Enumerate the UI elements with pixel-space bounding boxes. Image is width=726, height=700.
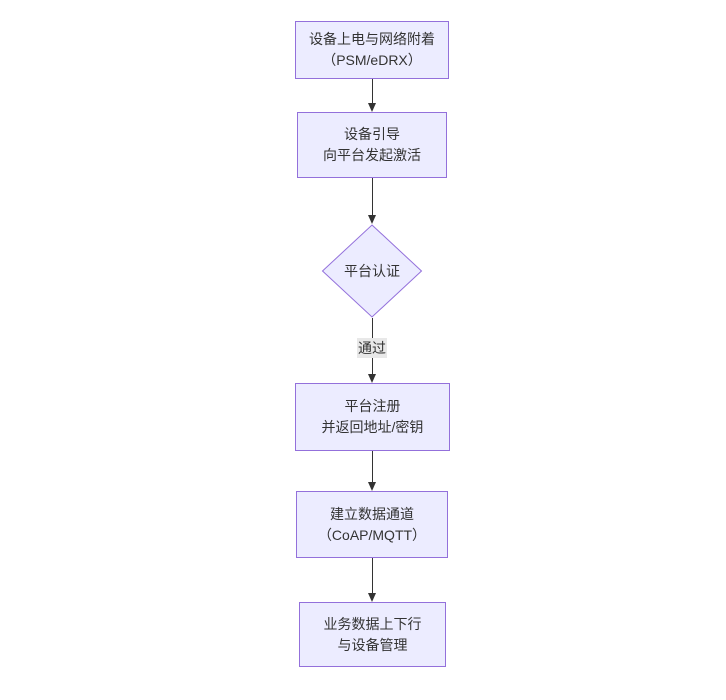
node-data-channel: 建立数据通道 （CoAP/MQTT）: [296, 491, 448, 558]
node-label-line: 业务数据上下行: [323, 615, 422, 632]
decision-label: 平台认证: [344, 263, 400, 279]
node-label-line: 向平台发起激活: [323, 147, 421, 163]
node-label-line: 建立数据通道: [330, 505, 414, 522]
edge-line-e-f: [371, 558, 373, 593]
node-label-line: 与设备管理: [337, 636, 408, 653]
edge-line-b-c: [371, 178, 373, 215]
edge-line-a-b: [371, 79, 373, 103]
node-label-line: （CoAP/MQTT）: [317, 526, 427, 543]
decision-platform-auth: 平台认证: [321, 224, 423, 318]
arrowhead-down-icon: [368, 593, 376, 602]
node-register: 平台注册 并返回地址/密钥: [295, 383, 450, 451]
node-label-line: 平台注册: [344, 398, 401, 414]
arrowhead-down-icon: [368, 103, 376, 112]
arrowhead-down-icon: [368, 215, 376, 224]
node-label-line: 并返回地址/密钥: [321, 419, 424, 435]
edge-label-pass: 通过: [357, 338, 387, 358]
arrowhead-down-icon: [368, 374, 376, 383]
node-power-attach: 设备上电与网络附着 （PSM/eDRX）: [295, 21, 449, 79]
edge-line-d-e: [371, 451, 373, 482]
node-label-line: 设备上电与网络附着: [309, 31, 435, 47]
node-bootstrap: 设备引导 向平台发起激活: [297, 112, 447, 178]
arrowhead-down-icon: [368, 482, 376, 491]
node-business-data: 业务数据上下行 与设备管理: [299, 602, 446, 667]
node-label-line: （PSM/eDRX）: [322, 52, 422, 68]
node-label-line: 设备引导: [344, 126, 400, 142]
diamond-shape: [321, 224, 423, 318]
